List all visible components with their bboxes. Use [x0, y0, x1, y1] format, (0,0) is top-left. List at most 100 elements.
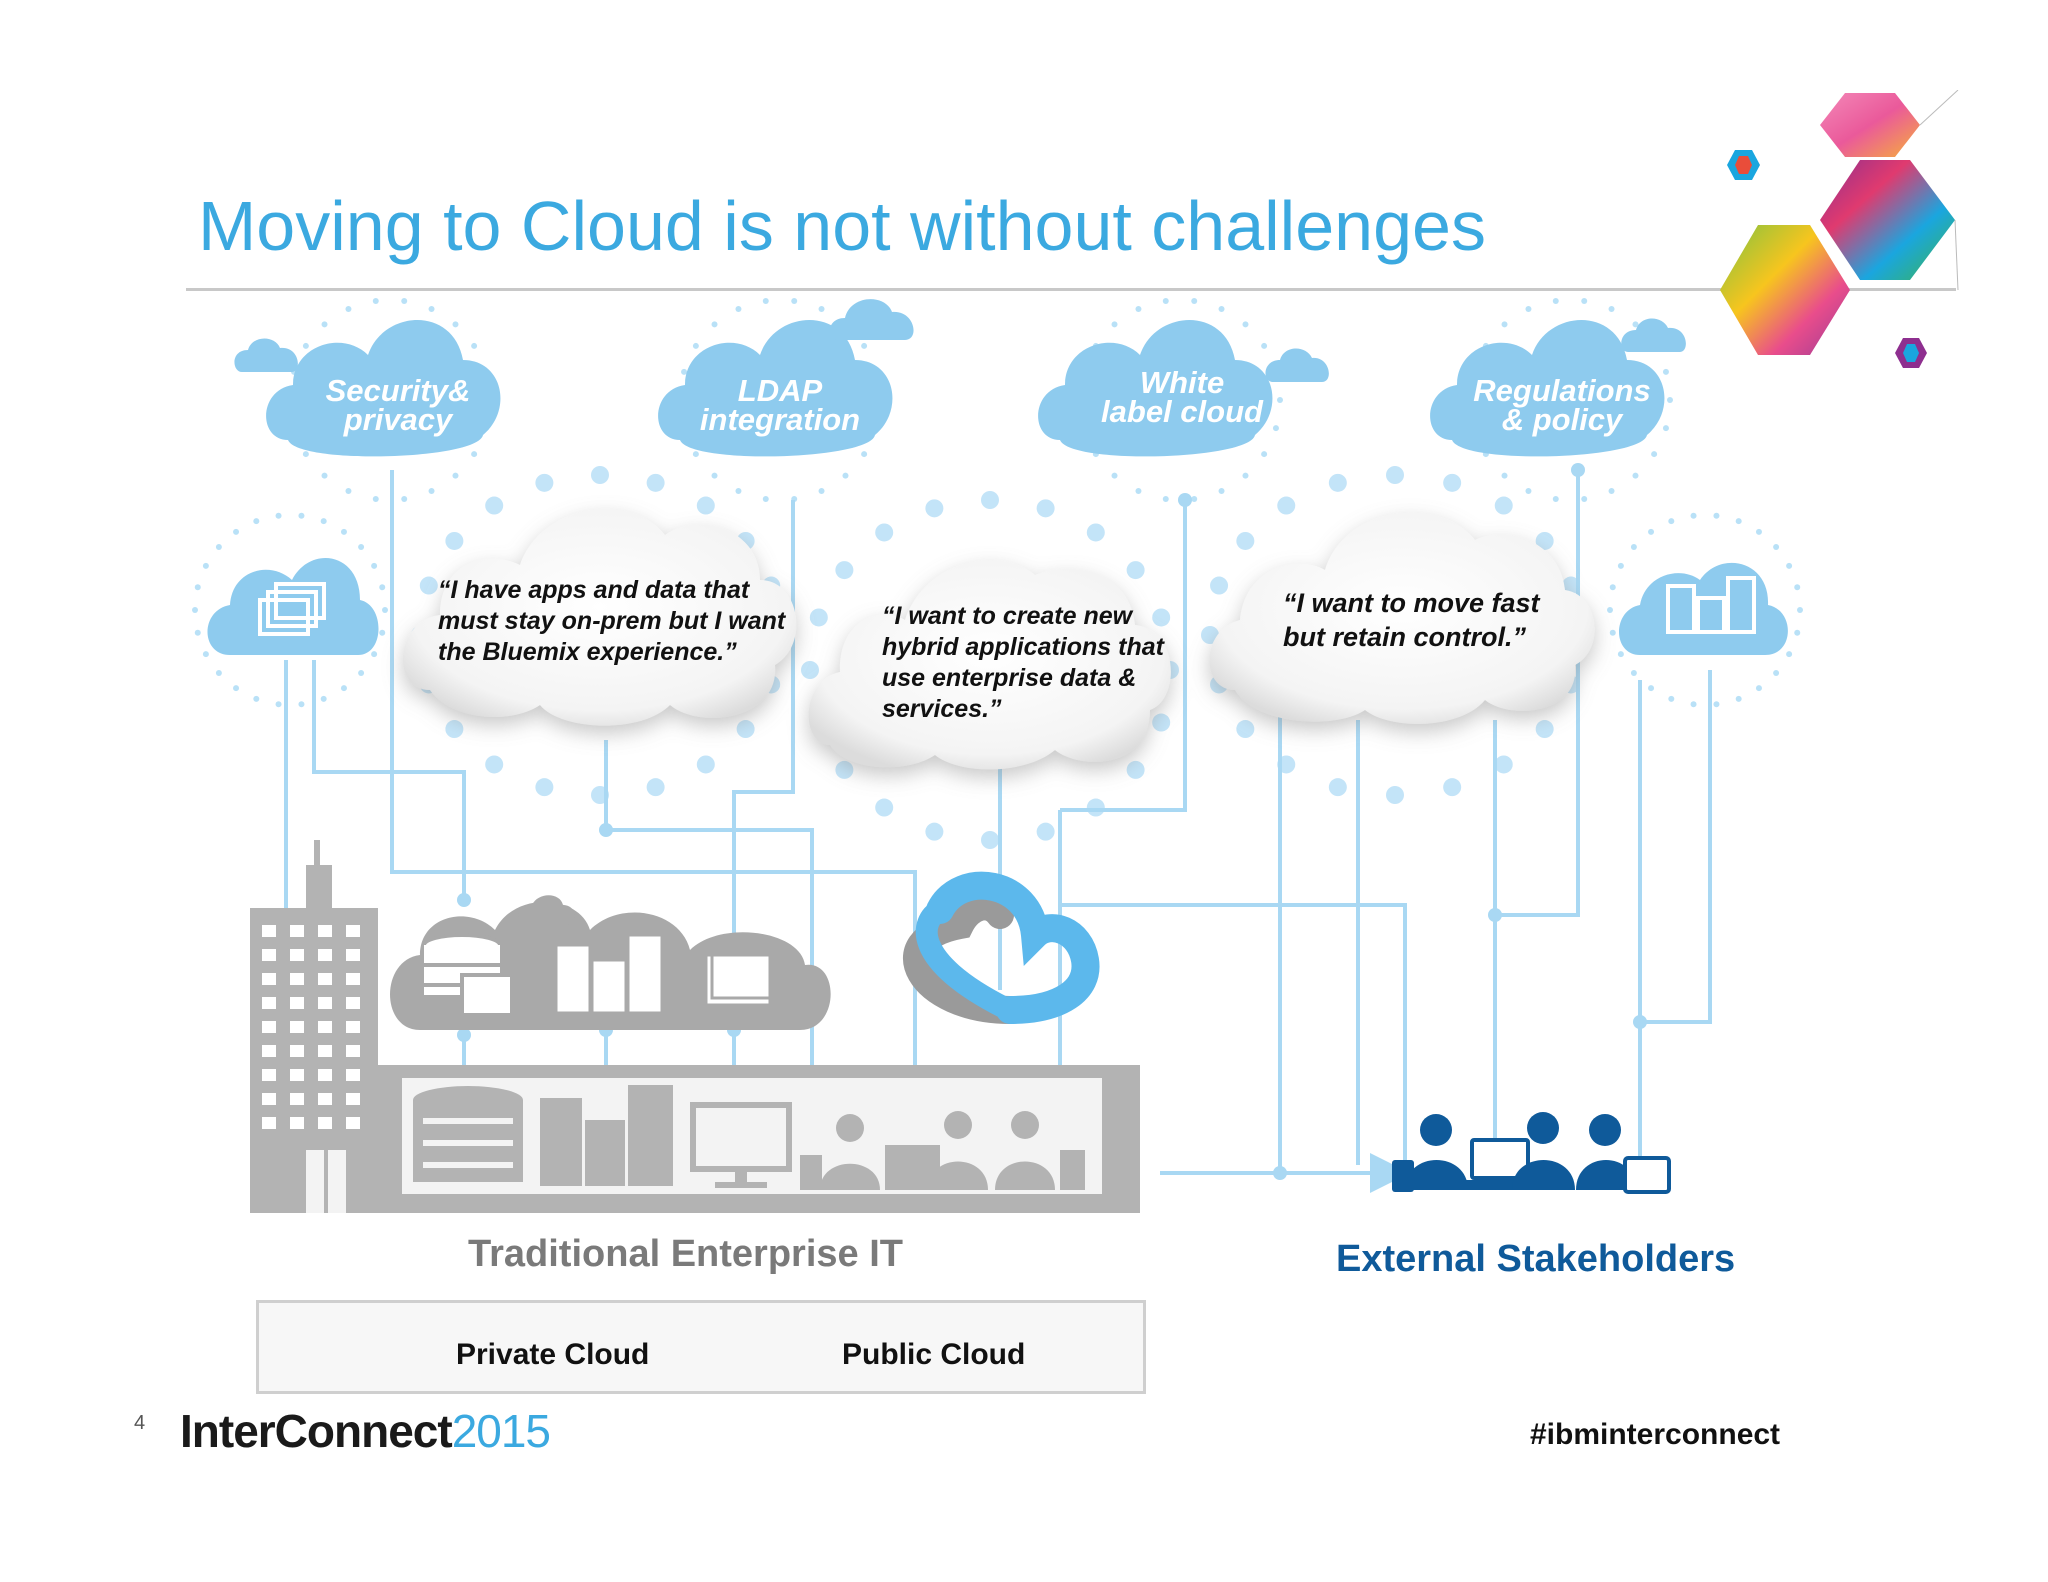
halo-dot [1501, 472, 1508, 479]
halo-dot [1494, 755, 1513, 774]
halo-dot [711, 472, 718, 479]
halo-dot [1152, 608, 1171, 627]
halo-dot [1668, 695, 1675, 702]
halo-dot [1794, 629, 1801, 636]
halo-dot [1552, 495, 1559, 502]
building-window [262, 925, 276, 937]
halo-dot [471, 342, 478, 349]
halo-dot [1218, 306, 1225, 313]
building-window [290, 1069, 304, 1081]
halo-dot [428, 487, 435, 494]
quote-clouds [402, 508, 1595, 770]
halo-dot [1242, 321, 1249, 328]
halo-dot [1607, 607, 1613, 613]
cloud-label-line: label cloud [1101, 394, 1263, 429]
cloud-label-security: Security& privacy [292, 375, 504, 435]
halo-dot [1494, 496, 1513, 515]
halo-dot [801, 661, 819, 679]
quote-line: hybrid applications that [882, 633, 1164, 661]
halo-dot [818, 487, 825, 494]
halo-dot [1111, 321, 1118, 328]
halo-dot [379, 629, 386, 636]
halo-dot [194, 584, 201, 591]
halo-dot [471, 451, 478, 458]
label-traditional-it: Traditional Enterprise IT [468, 1233, 903, 1275]
halo-dot [1277, 397, 1283, 403]
halo-dot [861, 451, 868, 458]
halo-dot [1609, 584, 1616, 591]
halo-dot [194, 629, 201, 636]
halo-dot [320, 695, 327, 702]
quote-line: the Bluemix experience.” [438, 638, 737, 666]
building-icon [250, 840, 378, 1213]
quote-line: but retain control.” [1283, 622, 1526, 652]
halo-dot [1218, 487, 1225, 494]
halo-dot [1036, 499, 1055, 518]
cloud-label-regulations: Regulations & policy [1442, 375, 1682, 435]
building-window [346, 1021, 360, 1033]
halo-dot [696, 496, 715, 515]
halo-dot [1162, 495, 1169, 502]
halo-dot [1662, 368, 1669, 375]
halo-dot [372, 298, 379, 305]
halo-dot [428, 306, 435, 313]
halo-dot [253, 518, 260, 525]
halo-dot [646, 778, 665, 797]
building-window [262, 949, 276, 961]
halo-dot [1690, 512, 1697, 519]
halo-dot [485, 755, 504, 774]
cloud-label-ldap: LDAP integration [672, 373, 888, 435]
building-window [346, 1093, 360, 1105]
building-window [290, 1117, 304, 1129]
quote-line: use enterprise data & [882, 664, 1137, 692]
cloud-label-white-label: White label cloud [1052, 367, 1312, 429]
halo-dot [1443, 778, 1462, 797]
building-window [262, 1021, 276, 1033]
halo-dot [321, 472, 328, 479]
brand-logo: InterConnect2015 [180, 1404, 551, 1458]
quote-on-prem: “I have apps and data that must stay on-… [438, 575, 818, 668]
halo-dot [1667, 397, 1673, 403]
building-window [346, 1045, 360, 1057]
halo-dot [1328, 473, 1347, 492]
brand-name: InterConnect [180, 1405, 453, 1457]
halo-dot [452, 472, 459, 479]
monitor-icon [704, 946, 778, 1007]
halo-dot [371, 562, 378, 569]
halo-dot [298, 512, 305, 519]
halo-dot [1632, 321, 1639, 328]
halo-dot [445, 531, 464, 550]
halo-dot [202, 562, 209, 569]
halo-dot [818, 306, 825, 313]
halo-dot [1630, 544, 1637, 551]
halo-dot [1561, 576, 1580, 595]
halo-dot [981, 831, 999, 849]
building-window [318, 1021, 332, 1033]
building-window [262, 1117, 276, 1129]
halo-dot [233, 685, 240, 692]
halo-dot [321, 321, 328, 328]
building-window [318, 1045, 332, 1057]
quote-line: must stay on-prem but I want [438, 607, 786, 635]
halo-dot [298, 701, 305, 708]
legend-public-label: Public Cloud [842, 1338, 1026, 1371]
halo-dot [861, 342, 868, 349]
halo-dot [1690, 701, 1697, 708]
halo-dot [345, 306, 352, 313]
cloud-label-line: LDAP [737, 373, 823, 408]
building-window [262, 973, 276, 985]
halo-dot [1651, 451, 1658, 458]
halo-dot [1630, 669, 1637, 676]
halo-dot [401, 298, 408, 305]
halo-dot [809, 608, 828, 627]
halo-dot [1111, 472, 1118, 479]
halo-dot [445, 720, 464, 739]
halo-dot [340, 528, 347, 535]
halo-dot [401, 495, 408, 502]
label-external-stakeholders: External Stakeholders [1336, 1238, 1736, 1280]
halo-dot [1525, 306, 1532, 313]
halo-dot [1086, 523, 1105, 542]
halo-dot [925, 499, 944, 518]
building-window [318, 1093, 332, 1105]
